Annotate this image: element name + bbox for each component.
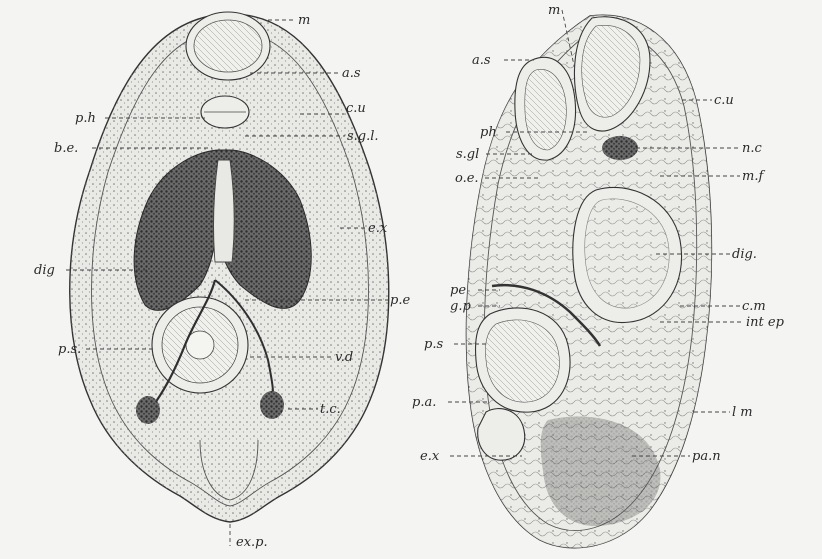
label-right-pan: pa.n	[692, 449, 721, 464]
label-left-ex: e.x	[368, 221, 388, 236]
left-testis-b	[260, 391, 284, 419]
left-testis-a	[136, 396, 160, 424]
label-right-lm: l m	[732, 405, 753, 420]
label-right-cm: c.m	[742, 299, 766, 314]
label-left-ps: p.s.	[58, 342, 81, 357]
label-left-exp: ex.p.	[236, 535, 268, 550]
label-right-pe: pe	[450, 283, 466, 298]
right-specimen: m a.s c.u ph s.gl o.e. n.c m.f dig. pe g…	[412, 3, 785, 548]
label-right-mf: m.f	[742, 169, 765, 184]
label-left-dig: dig	[34, 263, 55, 278]
label-left-cu: c.u	[346, 101, 366, 116]
label-right-ps: p.s	[424, 337, 443, 352]
label-left-vd: v.d	[335, 350, 353, 365]
label-right-ex: e.x	[420, 449, 440, 464]
label-right-m: m	[548, 3, 560, 18]
label-left-sgl: s.g.l.	[347, 129, 379, 144]
label-right-dig: dig.	[732, 247, 757, 262]
label-right-gp: g.p	[450, 299, 471, 314]
label-left-ph: p.h	[75, 111, 96, 126]
right-posterior-organ	[478, 409, 525, 461]
label-right-oe: o.e.	[455, 171, 479, 186]
label-right-pa: p.a.	[412, 395, 436, 410]
label-right-intep: int ep	[746, 315, 785, 330]
right-nerve-cluster	[602, 136, 638, 160]
label-right-nc: n.c	[742, 141, 763, 156]
label-left-as: a.s	[342, 66, 361, 81]
label-left-tc: t.c.	[320, 402, 341, 417]
left-specimen: m a.s p.h c.u s.g.l. b.e. e.x dig p.e p.…	[34, 12, 410, 550]
label-right-ph: ph	[480, 125, 497, 140]
label-right-as: a.s	[472, 53, 491, 68]
label-left-be: b.e.	[54, 141, 78, 156]
label-left-m: m	[298, 13, 310, 28]
label-right-sgl: s.gl	[456, 147, 479, 162]
label-left-pe: p.e	[390, 293, 410, 308]
label-right-cu: c.u	[714, 93, 734, 108]
